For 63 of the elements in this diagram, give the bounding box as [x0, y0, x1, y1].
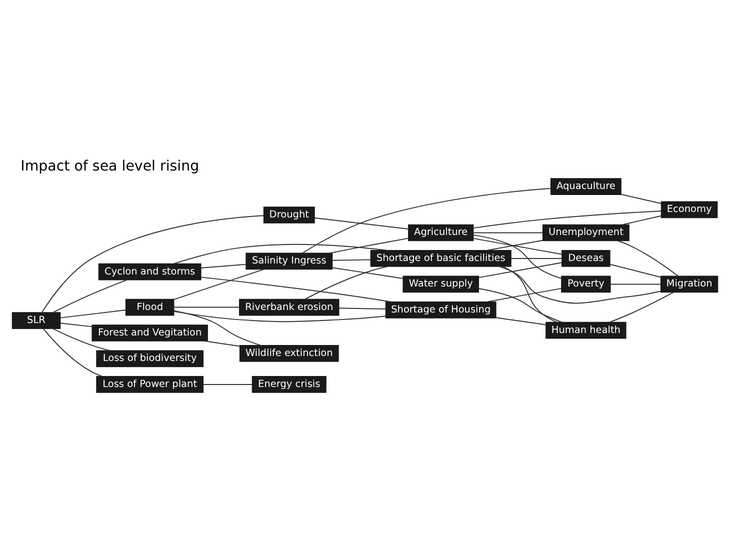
connector	[478, 288, 563, 323]
node-box: Salinity Ingress	[246, 252, 333, 270]
connector	[332, 267, 404, 279]
connector	[622, 215, 662, 226]
connector	[174, 268, 265, 300]
connector	[174, 310, 386, 322]
connector	[204, 340, 240, 347]
connector	[52, 328, 111, 352]
connector	[329, 238, 409, 254]
node-box: Energy crisis	[252, 376, 326, 393]
connector	[304, 266, 388, 300]
connector	[332, 259, 372, 261]
connector	[472, 238, 562, 255]
node-box: Wildlife extinction	[239, 344, 339, 362]
connector	[200, 276, 392, 302]
connector	[608, 292, 674, 323]
node-box: Economy	[660, 201, 718, 218]
connector	[52, 279, 128, 314]
node-box: Shortage of Housing	[385, 302, 496, 318]
node-box: Loss of biodiversity	[96, 350, 204, 368]
connector	[202, 384, 253, 385]
node-box: Shortage of basic facilities	[370, 250, 512, 267]
connector	[495, 317, 546, 326]
node-box: Aquaculture	[550, 178, 622, 196]
node-box: Human health	[546, 322, 626, 339]
connector	[60, 310, 126, 318]
node-box: Flood	[125, 298, 174, 316]
connector	[486, 240, 544, 251]
connector	[486, 288, 562, 302]
diagram-title: Impact of sea level rising	[20, 158, 200, 174]
node-box: Deseas	[562, 250, 610, 267]
connector	[60, 322, 93, 328]
connector	[620, 194, 662, 204]
connector	[472, 234, 562, 279]
node-box: Loss of Power plant	[96, 376, 204, 393]
connector	[314, 217, 409, 230]
node-box: Water supply	[402, 276, 480, 293]
connector	[502, 266, 558, 323]
connector	[42, 215, 264, 313]
connector	[173, 310, 262, 346]
connector	[42, 328, 103, 377]
connector	[478, 262, 562, 278]
connector	[473, 232, 544, 234]
node-box: Migration	[660, 276, 718, 293]
node-box: Agriculture	[408, 224, 474, 242]
connector	[610, 284, 662, 285]
connector	[617, 240, 678, 276]
connector	[173, 244, 388, 264]
node-box: Riverbank erosion	[239, 298, 340, 316]
node-box: Unemployment	[542, 224, 630, 242]
connector	[610, 264, 662, 278]
connector	[302, 188, 552, 254]
node-box: Poverty	[561, 276, 611, 293]
node-box: Forest and Vegitation	[92, 324, 208, 342]
node-box: Cyclon and storms	[98, 263, 202, 280]
node-box: Drought	[263, 206, 315, 224]
connector	[510, 258, 562, 259]
connector	[498, 266, 662, 304]
connector	[174, 306, 240, 308]
node-box: SLR	[12, 312, 61, 329]
connector	[338, 308, 386, 310]
connector	[200, 264, 246, 268]
connector	[472, 210, 662, 229]
